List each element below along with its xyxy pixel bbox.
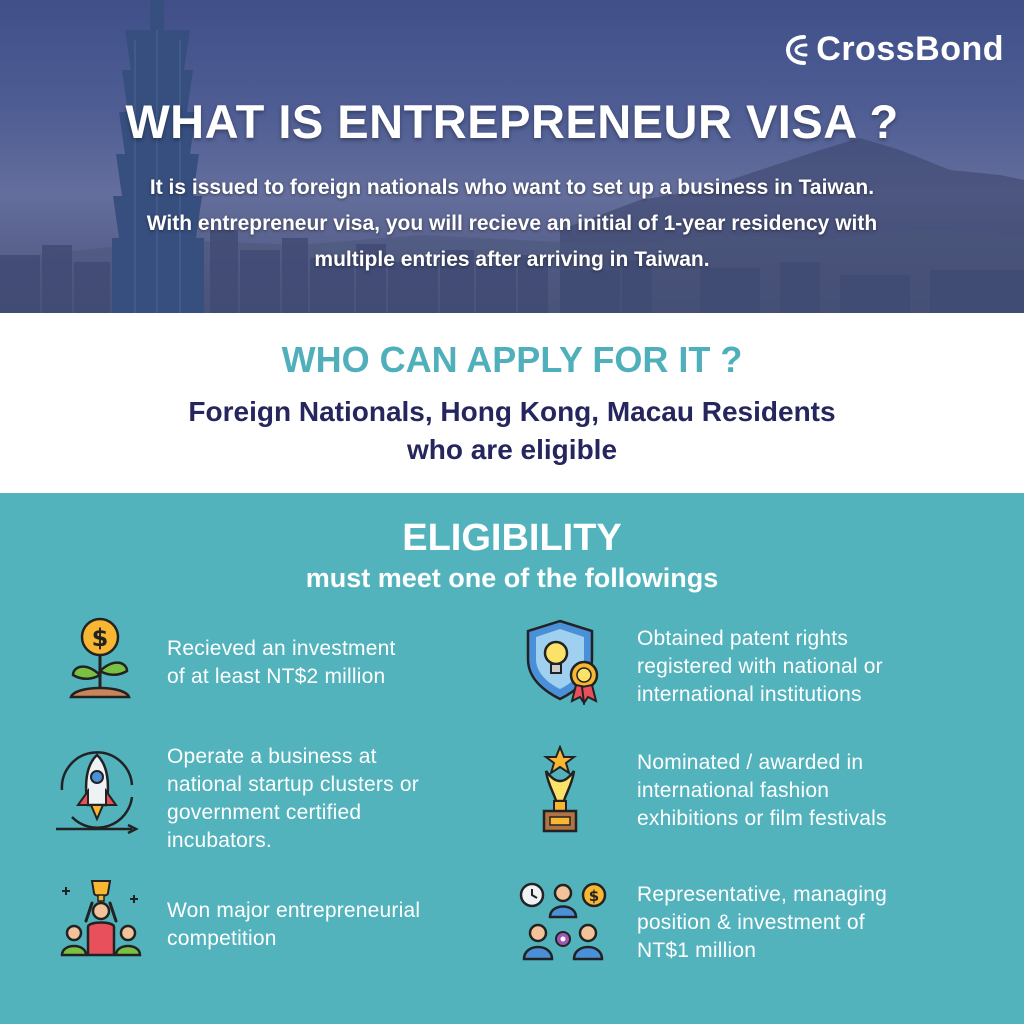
item-line: Obtained patent rights [637,627,849,650]
who-description: Foreign Nationals, Hong Kong, Macau Resi… [0,393,1024,469]
item-line: Nominated / awarded in [637,751,864,774]
item-line: Recieved an investment [167,637,396,660]
competition-winner-icon [60,880,142,957]
investment-plant-icon: $ [69,617,131,699]
item-line: national startup clusters or [167,773,419,796]
logo-text: CrossBond [816,30,1004,68]
patent-badge-icon [526,619,599,705]
who-description-line: who are eligible [406,434,618,465]
item-line: Operate a business at [167,745,377,768]
svg-text:$: $ [589,887,599,905]
eligibility-subtitle: must meet one of the followings [305,563,719,593]
hero-description-line: multiple entries after arriving in Taiwa… [314,248,710,271]
item-line: exhibitions or film festivals [637,807,887,830]
crossbond-logo-icon [786,34,808,65]
rocket-startup-icon [56,751,139,835]
eligibility-item-text: Operate a business at national startup c… [167,743,497,855]
who-title: WHO CAN APPLY FOR IT ? [281,339,743,380]
eligibility-section: ELIGIBILITY must meet one of the followi… [0,493,1024,1024]
item-line: position & investment of [637,911,865,934]
award-trophy-icon [542,745,578,833]
item-line: Representative, managing [637,883,887,906]
hero-description-line: It is issued to foreign nationals who wa… [149,176,875,199]
item-line: NT$1 million [637,939,757,962]
hero-description-line: With entrepreneur visa, you will recieve… [146,212,878,235]
eligibility-item-text: Representative, managing position & inve… [637,881,967,965]
item-line: of at least NT$2 million [167,665,386,688]
hero-title: WHAT IS ENTREPRENEUR VISA ? [125,95,899,148]
eligibility-item-text: Recieved an investment of at least NT$2 … [167,635,487,691]
who-description-line: Foreign Nationals, Hong Kong, Macau Resi… [188,396,836,427]
svg-text:$: $ [92,624,109,652]
item-line: government certified [167,801,362,824]
crossbond-logo: CrossBond [784,30,1004,69]
item-line: Won major entrepreneurial [167,899,421,922]
item-line: international fashion [637,779,830,802]
hero-overlay [0,0,1024,313]
hero-banner: CrossBond WHAT IS ENTREPRENEUR VISA ? It… [0,0,1024,313]
item-line: international institutions [637,683,862,706]
eligibility-item-text: Won major entrepreneurial competition [167,897,497,953]
who-can-apply-section: WHO CAN APPLY FOR IT ? Foreign Nationals… [0,313,1024,493]
item-line: competition [167,927,277,950]
item-line: registered with national or [637,655,883,678]
team-investment-icon: $ [519,882,607,961]
eligibility-title: ELIGIBILITY [402,517,622,559]
item-line: incubators. [167,829,272,852]
hero-description: It is issued to foreign nationals who wa… [40,170,984,278]
eligibility-item-text: Obtained patent rights registered with n… [637,625,967,709]
eligibility-item-text: Nominated / awarded in international fas… [637,749,977,833]
taipei-skyline-image [0,0,1024,313]
